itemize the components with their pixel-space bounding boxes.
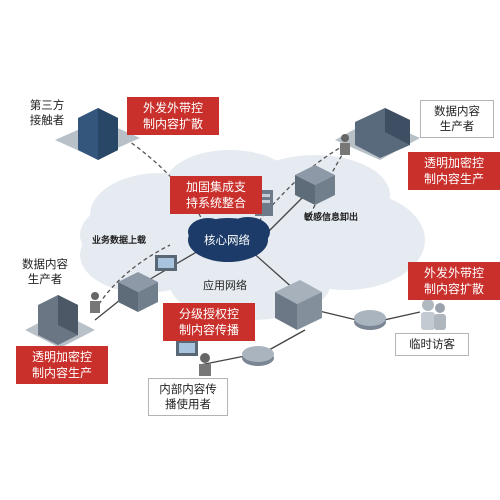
router-icon [354, 310, 386, 330]
feature-transparent-encrypt-left: 透明加密控 制内容生产 [16, 346, 108, 384]
core-network-label: 核心网络 [204, 233, 250, 247]
visitor-icon [421, 299, 446, 330]
person-icon [340, 134, 350, 155]
router-icon [242, 346, 274, 366]
business-upload-label: 业务数据上载 [92, 236, 147, 246]
monitor-icon [155, 255, 177, 271]
internal-users-label: 内部内容传 播使用者 [148, 378, 228, 416]
building-icon [335, 108, 420, 160]
app-network-label: 应用网络 [203, 279, 247, 292]
feature-outsource-control-top: 外发外带控 制内容扩散 [127, 97, 219, 135]
building-icon [55, 108, 140, 160]
person-icon [90, 292, 100, 313]
core-network-node [188, 217, 270, 262]
feature-integration: 加固集成支 持系统整合 [170, 176, 262, 214]
feature-transparent-encrypt-right: 透明加密控 制内容生产 [408, 152, 500, 190]
feature-graded-authorization: 分级授权控 制内容传播 [163, 303, 255, 341]
sensitive-unload-label: 敏感信息卸出 [304, 213, 359, 223]
user-workstation-icon [176, 340, 211, 376]
data-producer-right-label: 数据内容 生产者 [420, 100, 494, 138]
third-party-label: 第三方 接触者 [29, 98, 65, 127]
switch-icon [295, 165, 335, 205]
switch-icon [118, 272, 158, 312]
firewall-icon [275, 280, 322, 330]
temp-visitor-label: 临时访客 [395, 333, 469, 356]
feature-outsource-control-right: 外发外带控 制内容扩散 [408, 262, 500, 300]
data-producer-left-label: 数据内容 生产者 [22, 257, 68, 286]
building-icon [25, 295, 95, 348]
